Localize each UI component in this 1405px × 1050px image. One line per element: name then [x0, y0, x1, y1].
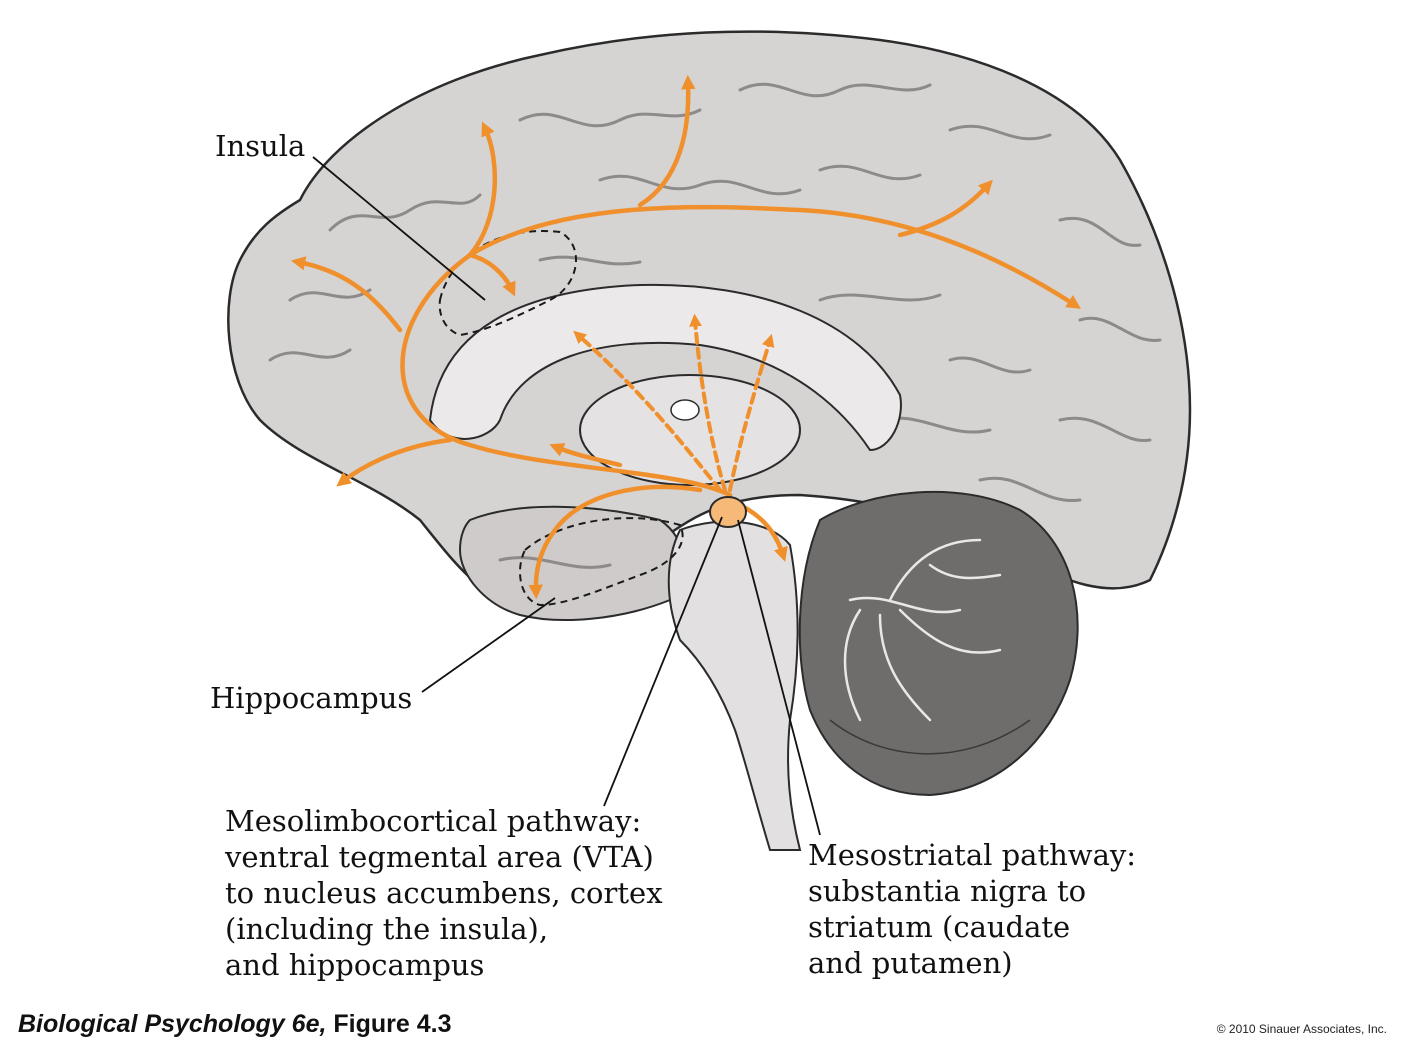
caption-line: Mesolimbocortical pathway: — [225, 804, 642, 838]
pathway-to-parietal — [637, 74, 696, 208]
cerebellum — [798, 490, 1079, 797]
cortical-folds — [268, 82, 1162, 569]
pathway-to-posterior — [897, 179, 993, 238]
striatal-arrow-left — [573, 330, 722, 492]
figure-number: Figure 4.3 — [326, 1010, 452, 1038]
hippocampus-leader — [421, 597, 556, 693]
figure-citation: Biological Psychology 6e, Figure 4.3 — [18, 1010, 451, 1039]
pathway-to-insula — [467, 252, 516, 297]
pathway-to-orbitofrontal — [336, 437, 453, 487]
brainstem — [667, 520, 802, 851]
thalamus — [579, 374, 801, 486]
pathway-to-hippocampus — [528, 484, 703, 600]
mesolimbocortical-arrows — [290, 74, 1082, 600]
corpus-callosum — [428, 283, 902, 452]
caption-line: (including the insula), — [225, 912, 549, 946]
cerebellum-arbor-vitae — [843, 538, 1002, 722]
book-title: Biological Psychology 6e, — [18, 1010, 327, 1038]
caption-line: ventral tegmental area (VTA) — [225, 840, 654, 874]
mesostriatal-caption: Mesostriatal pathway: substantia nigra t… — [808, 837, 1136, 981]
insula-dashed-outline — [438, 230, 577, 337]
insula-leader — [312, 156, 486, 301]
mesolimbocortical-caption: Mesolimbocortical pathway: ventral tegme… — [225, 803, 663, 983]
pathway-to-accumbens — [549, 443, 623, 468]
pathway-to-frontal-pole — [290, 256, 403, 333]
caption-line: striatum (caudate — [808, 910, 1071, 944]
mesostriatal-leader — [737, 519, 821, 836]
caption-line: substantia nigra to — [808, 874, 1087, 908]
pathway-to-frontal-upper — [467, 121, 498, 258]
interthalamic-adhesion — [670, 399, 700, 421]
caption-line: and putamen) — [808, 946, 1013, 980]
hippocampus-label: Hippocampus — [210, 681, 413, 715]
striatal-arrow-right — [728, 333, 775, 492]
leader-lines — [312, 156, 821, 836]
copyright-notice: © 2010 Sinauer Associates, Inc. — [1216, 1022, 1387, 1036]
insula-label: Insula — [215, 129, 306, 163]
cerebellum-folia-lower — [829, 719, 1031, 755]
hippocampus-dashed-outline — [519, 517, 684, 607]
mesostriatal-arrows — [573, 313, 775, 492]
caption-line: Mesostriatal pathway: — [808, 838, 1137, 872]
striatal-arrow-middle — [689, 313, 727, 492]
temporal-lobe — [458, 505, 685, 621]
mesolimbocortical-leader — [603, 516, 723, 807]
vta-origin — [709, 496, 747, 528]
caption-line: and hippocampus — [225, 948, 485, 982]
caption-line: to nucleus accumbens, cortex — [225, 876, 663, 910]
